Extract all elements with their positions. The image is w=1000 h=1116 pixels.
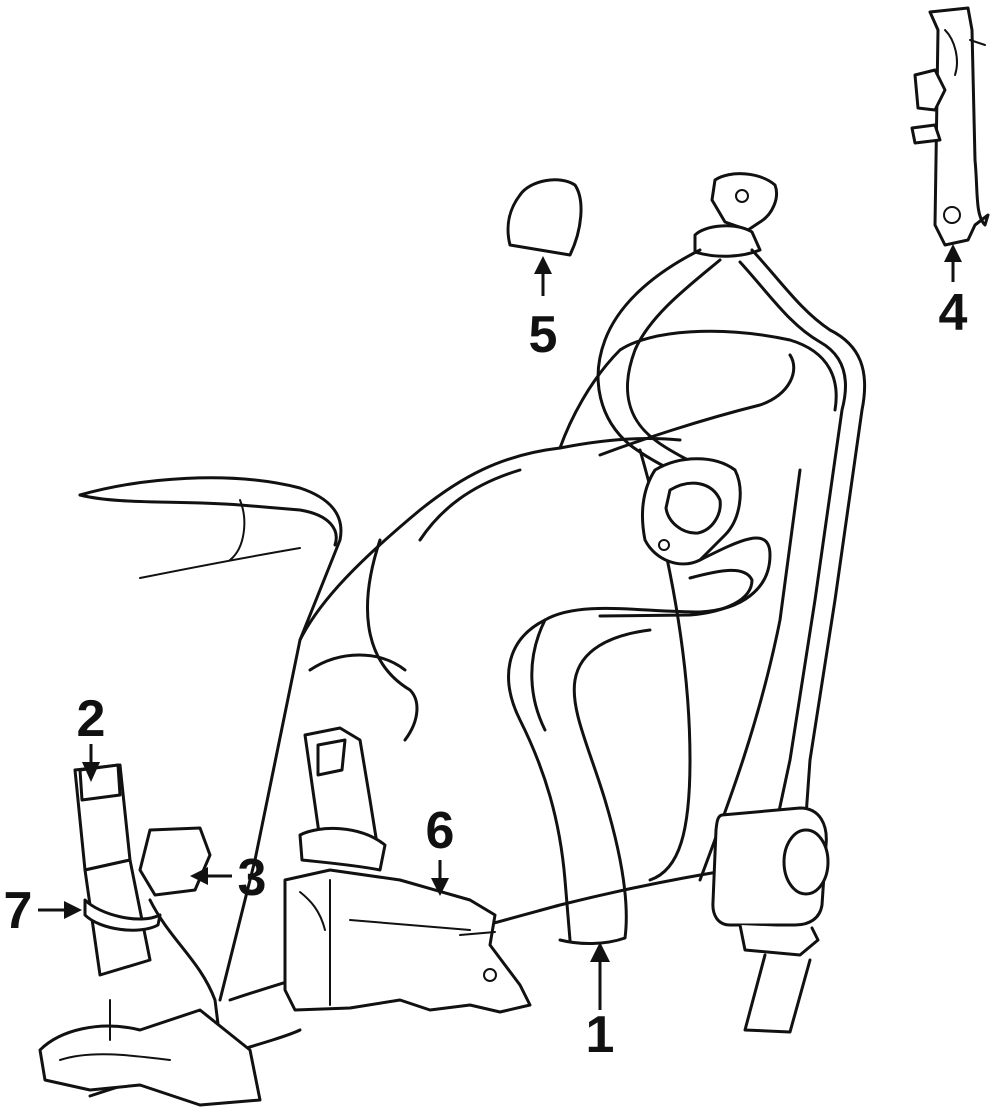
callout-1: 1 [586, 1006, 615, 1064]
callout-7: 7 [4, 882, 33, 940]
shoulder-belt-retractor [507, 172, 867, 1034]
cover-cap [506, 178, 583, 257]
center-buckle-assembly [283, 726, 532, 1014]
callout-arrows [38, 244, 962, 1010]
callout-6: 6 [426, 802, 455, 860]
callout-3: 3 [238, 849, 267, 907]
left-buckle-assembly [38, 763, 262, 1107]
callout-5: 5 [529, 306, 558, 364]
callout-4: 4 [939, 284, 968, 342]
callout-2: 2 [77, 690, 106, 748]
height-adjuster [910, 6, 990, 247]
